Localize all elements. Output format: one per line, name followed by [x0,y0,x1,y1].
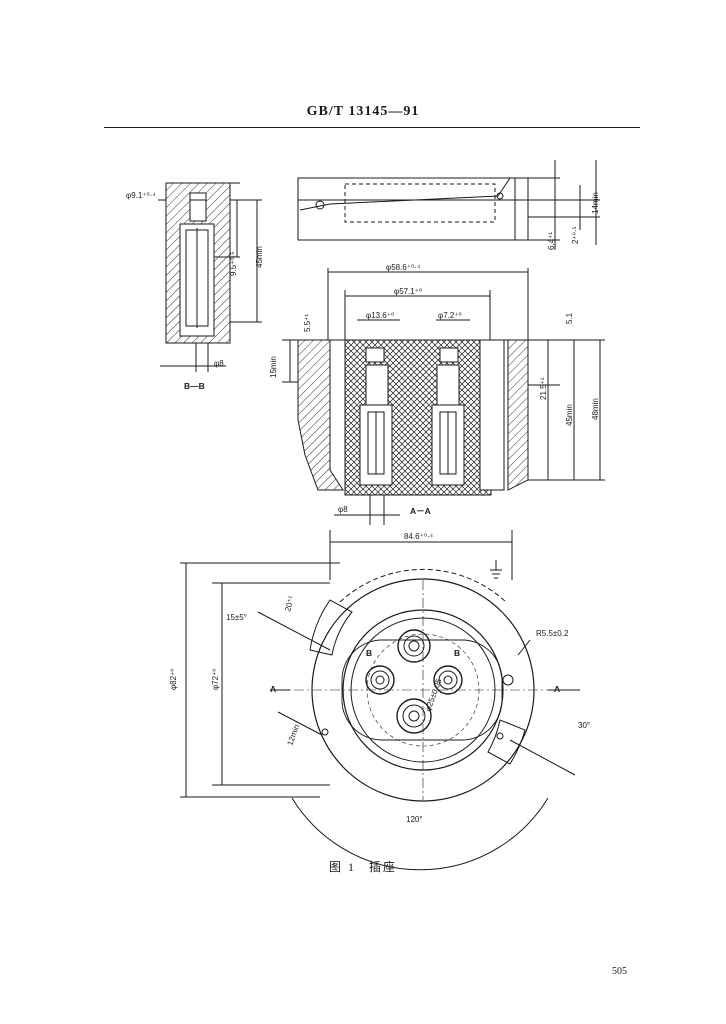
plan-view [180,530,580,871]
plan-dim-width: 12min [285,723,301,747]
document-header: GB/T 13145—91 [306,104,420,119]
aa-dim-outer-dia: φ58.6⁺⁰·⁴ [386,263,421,272]
aa-dim-step-left: 5.5⁺¹ [303,314,312,332]
top-dim-d2: 2⁺⁰·⁵ [571,226,580,244]
plan-label-b-left: B [366,648,372,658]
plan-dim-top-dia: 84.6⁺⁰·⁴ [404,532,434,541]
plan-label-a-left: A [270,684,276,694]
plan-dim-angle-left: 15±5° [226,613,247,622]
top-view [297,160,600,250]
top-dim-d3: 14min [591,192,600,214]
bb-section-label: B—B [184,381,205,391]
figure-title: 插座 [369,860,398,874]
aa-dim-dia-bottom: φ8 [338,505,348,514]
plan-dim-inner-dia: φ72⁺⁰ [211,668,220,690]
aa-dim-height-total: 48min [591,398,600,420]
plan-dim-angle-bottom: 120° [406,815,423,824]
aa-dim-step-right: 5.1 [565,312,574,324]
bb-dim-dia-top: φ9.1⁺⁰·⁴ [126,191,156,200]
section-bb-view [158,182,262,372]
section-aa-view [282,268,605,525]
page-number: 505 [612,966,627,977]
aa-dim-depth-left: 15min [269,356,278,378]
bb-dim-dia-bottom: φ8 [214,359,224,368]
plan-dim-pin-circle: φ25±0.05 [423,677,443,713]
aa-dim-depth-mid: 21.5⁺¹ [539,377,548,400]
plan-dim-outer-dia: φ82⁺⁰ [169,668,178,690]
plan-dim-keyway: 20⁺¹ [283,595,296,613]
header-rule [104,127,640,128]
figure-number: 图 1 [328,860,356,874]
plan-dim-radius: R5.5±0.2 [536,629,569,638]
aa-section-label: A－A [410,506,431,516]
bb-dim-depth: 9.5⁺⁰·⁵ [229,251,238,276]
plan-label-b-right: B [454,648,460,658]
bb-dim-height: 45min [255,246,264,268]
plan-dim-angle-right: 30° [578,721,590,730]
plan-label-a-right: A [554,684,560,694]
top-dim-d1: 6.4⁺¹ [547,232,556,250]
aa-dim-inner-dia: φ57.1⁺⁰ [394,287,422,296]
aa-dim-hole-left: φ13.6⁺⁰ [366,311,394,320]
aa-dim-height: 45min [565,404,574,426]
figure-caption: 图 1 插座 [0,858,726,875]
aa-dim-hole-right: φ7.2⁺⁰ [438,311,462,320]
